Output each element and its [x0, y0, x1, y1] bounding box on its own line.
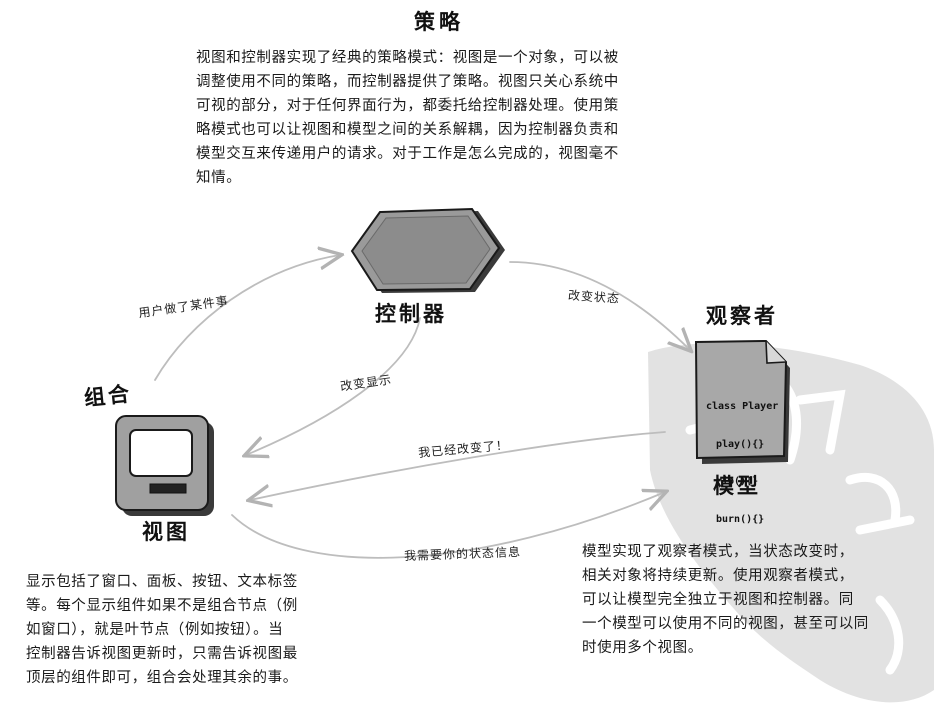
- arrow-i-changed: [250, 431, 666, 500]
- composite-line: 显示包括了窗口、面板、按钮、文本标签: [26, 574, 298, 590]
- label-change-state: 改变状态: [567, 288, 621, 306]
- strategy-line: 模型交互来传递用户的请求。对于工作是怎么完成的，视图毫不: [196, 146, 619, 162]
- observer-line: 一个模型可以使用不同的视图，甚至可以同: [582, 616, 869, 632]
- code-line: play(){}: [716, 438, 765, 450]
- strategy-line: 视图和控制器实现了经典的策略模式：视图是一个对象，可以被: [196, 50, 619, 66]
- observer-line: 相关对象将持续更新。使用观察者模式，: [582, 568, 854, 584]
- composite-line: 顶层的组件即可，组合会处理其余的事。: [26, 670, 298, 686]
- composite-line: 如窗口），就是叶节点（例如按钮）。当: [26, 622, 284, 638]
- composite-paragraph: 显示包括了窗口、面板、按钮、文本标签 等。每个显示组件如果不是组合节点（例 如窗…: [26, 570, 386, 690]
- observer-line: 时使用多个视图。: [582, 640, 703, 656]
- strategy-title: 策略: [414, 10, 464, 34]
- composite-line: 等。每个显示组件如果不是组合节点（例: [26, 598, 298, 614]
- model-code: class Player play(){} rip(){} burn(){}: [706, 376, 778, 539]
- code-line: burn(){}: [716, 513, 765, 525]
- code-line: rip(){}: [716, 476, 759, 487]
- observer-line: 模型实现了观察者模式，当状态改变时，: [582, 544, 854, 560]
- observer-paragraph: 模型实现了观察者模式，当状态改变时， 相关对象将持续更新。使用观察者模式， 可以…: [582, 540, 932, 660]
- composite-line: 控制器告诉视图更新时，只需告诉视图最: [26, 646, 298, 662]
- arrow-user-action: [154, 255, 340, 381]
- strategy-paragraph: 视图和控制器实现了经典的策略模式：视图是一个对象，可以被 调整使用不同的策略，而…: [196, 46, 716, 190]
- arrow-need-state: [231, 492, 665, 559]
- observer-line: 可以让模型完全独立于视图和控制器。同: [582, 592, 854, 608]
- view-monitor: [115, 415, 214, 516]
- observer-title: 观察者: [706, 304, 778, 328]
- strategy-line: 可视的部分，对于任何界面行为，都委托给控制器处理。使用策: [196, 98, 619, 114]
- arrow-change-display: [246, 317, 421, 455]
- view-label: 视图: [142, 520, 190, 544]
- model-label: 模型: [713, 474, 761, 498]
- composite-title: 组合: [82, 381, 134, 411]
- controller-label: 控制器: [375, 302, 447, 326]
- strategy-line: 略模式也可以让视图和模型之间的关系解耦，因为控制器负责和: [196, 122, 619, 138]
- strategy-line: 调整使用不同的策略，而控制器提供了策略。视图只关心系统中: [196, 74, 619, 90]
- model-document: [694, 339, 790, 464]
- controller-hexagon: [350, 207, 505, 293]
- strategy-line: 知情。: [196, 170, 242, 186]
- code-line: class Player: [706, 401, 779, 412]
- arrow-change-state: [509, 261, 690, 350]
